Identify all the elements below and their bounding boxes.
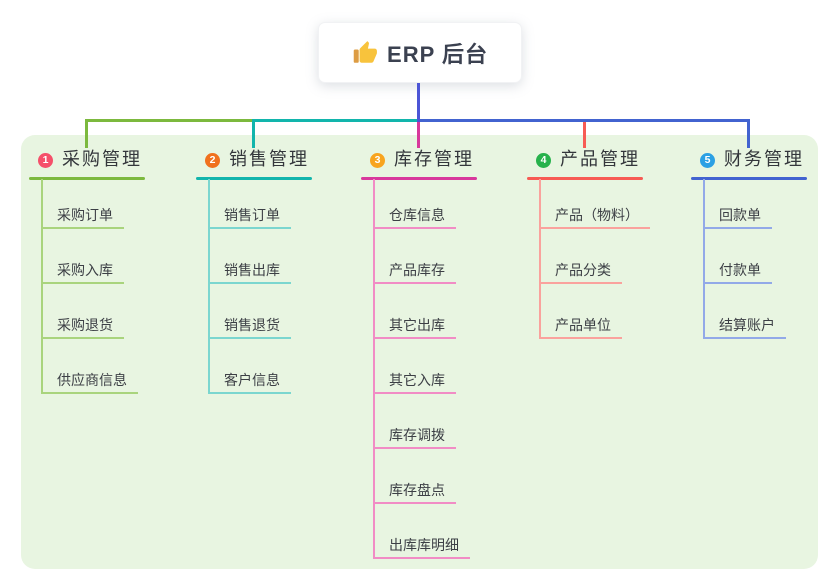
leaf-node-label: 产品单位 [555, 316, 611, 333]
leaf-node-label: 销售订单 [224, 206, 280, 223]
leaf-node[interactable]: 供应商信息 [40, 364, 138, 394]
connector-horizontal-3 [416, 118, 751, 122]
leaf-node[interactable]: 结算账户 [702, 309, 786, 339]
connector-drop-5 [746, 118, 751, 148]
branch-4-underline [527, 176, 643, 180]
connector-horizontal-2 [251, 118, 421, 122]
leaf-node[interactable]: 销售订单 [207, 199, 291, 229]
branch-5-badge: 5 [700, 153, 715, 168]
connector-drop-4 [582, 118, 587, 148]
leaf-node-label: 客户信息 [224, 371, 280, 388]
branch-3-rail [372, 179, 376, 559]
branch-3-underline [361, 176, 477, 180]
connector-drop-2 [251, 118, 256, 148]
leaf-node[interactable]: 销售出库 [207, 254, 291, 284]
branch-5-rail [702, 179, 706, 339]
leaf-node[interactable]: 采购入库 [40, 254, 124, 284]
leaf-node[interactable]: 仓库信息 [372, 199, 456, 229]
leaf-node-label: 出库库明细 [389, 536, 459, 553]
leaf-node[interactable]: 库存调拨 [372, 419, 456, 449]
branch-4-rail [538, 179, 542, 339]
leaf-node[interactable]: 产品单位 [538, 309, 622, 339]
leaf-node-label: 其它入库 [389, 371, 445, 388]
leaf-node-label: 回款单 [719, 206, 761, 223]
leaf-node[interactable]: 采购退货 [40, 309, 124, 339]
leaf-node[interactable]: 回款单 [702, 199, 772, 229]
connector-drop-1 [84, 118, 89, 148]
leaf-node[interactable]: 采购订单 [40, 199, 124, 229]
leaf-node[interactable]: 付款单 [702, 254, 772, 284]
branch-4-title[interactable]: 产品管理 [560, 149, 640, 169]
leaf-node-label: 采购订单 [57, 206, 113, 223]
branch-2-rail [207, 179, 211, 394]
leaf-node-label: 仓库信息 [389, 206, 445, 223]
leaf-node[interactable]: 产品库存 [372, 254, 456, 284]
branch-1-title[interactable]: 采购管理 [62, 149, 142, 169]
root-stem-connector [416, 83, 421, 122]
leaf-node[interactable]: 其它出库 [372, 309, 456, 339]
leaf-node-label: 采购退货 [57, 316, 113, 333]
leaf-node[interactable]: 客户信息 [207, 364, 291, 394]
branch-2-title[interactable]: 销售管理 [229, 149, 309, 169]
branch-5-underline [691, 176, 807, 180]
leaf-node[interactable]: 产品分类 [538, 254, 622, 284]
branch-3-title[interactable]: 库存管理 [394, 149, 474, 169]
leaf-node-label: 供应商信息 [57, 371, 127, 388]
branch-5-title[interactable]: 财务管理 [724, 149, 804, 169]
connector-horizontal-1 [84, 118, 256, 122]
leaf-node-label: 产品库存 [389, 261, 445, 278]
branch-1-badge: 1 [38, 153, 53, 168]
branch-1-underline [29, 176, 145, 180]
branch-1-rail [40, 179, 44, 394]
branches-panel [21, 135, 818, 569]
branch-4-badge: 4 [536, 153, 551, 168]
leaf-node-label: 其它出库 [389, 316, 445, 333]
leaf-node-label: 库存调拨 [389, 426, 445, 443]
leaf-node-label: 产品分类 [555, 261, 611, 278]
leaf-node-label: 库存盘点 [389, 481, 445, 498]
leaf-node-label: 结算账户 [719, 316, 775, 333]
leaf-node-label: 销售出库 [224, 261, 280, 278]
leaf-node-label: 产品（物料） [555, 206, 639, 223]
leaf-node[interactable]: 库存盘点 [372, 474, 456, 504]
leaf-node-label: 销售退货 [224, 316, 280, 333]
leaf-node[interactable]: 出库库明细 [372, 529, 470, 559]
thumbs-up-icon [353, 40, 377, 63]
leaf-node-label: 采购入库 [57, 261, 113, 278]
leaf-node-label: 付款单 [719, 261, 761, 278]
connector-drop-3 [416, 118, 421, 148]
branch-2-underline [196, 176, 312, 180]
leaf-node[interactable]: 其它入库 [372, 364, 456, 394]
leaf-node[interactable]: 产品（物料） [538, 199, 650, 229]
leaf-node[interactable]: 销售退货 [207, 309, 291, 339]
branch-3-badge: 3 [370, 153, 385, 168]
root-node[interactable]: ERP 后台 [318, 22, 522, 83]
root-node-title: ERP 后台 [387, 41, 488, 67]
branch-2-badge: 2 [205, 153, 220, 168]
